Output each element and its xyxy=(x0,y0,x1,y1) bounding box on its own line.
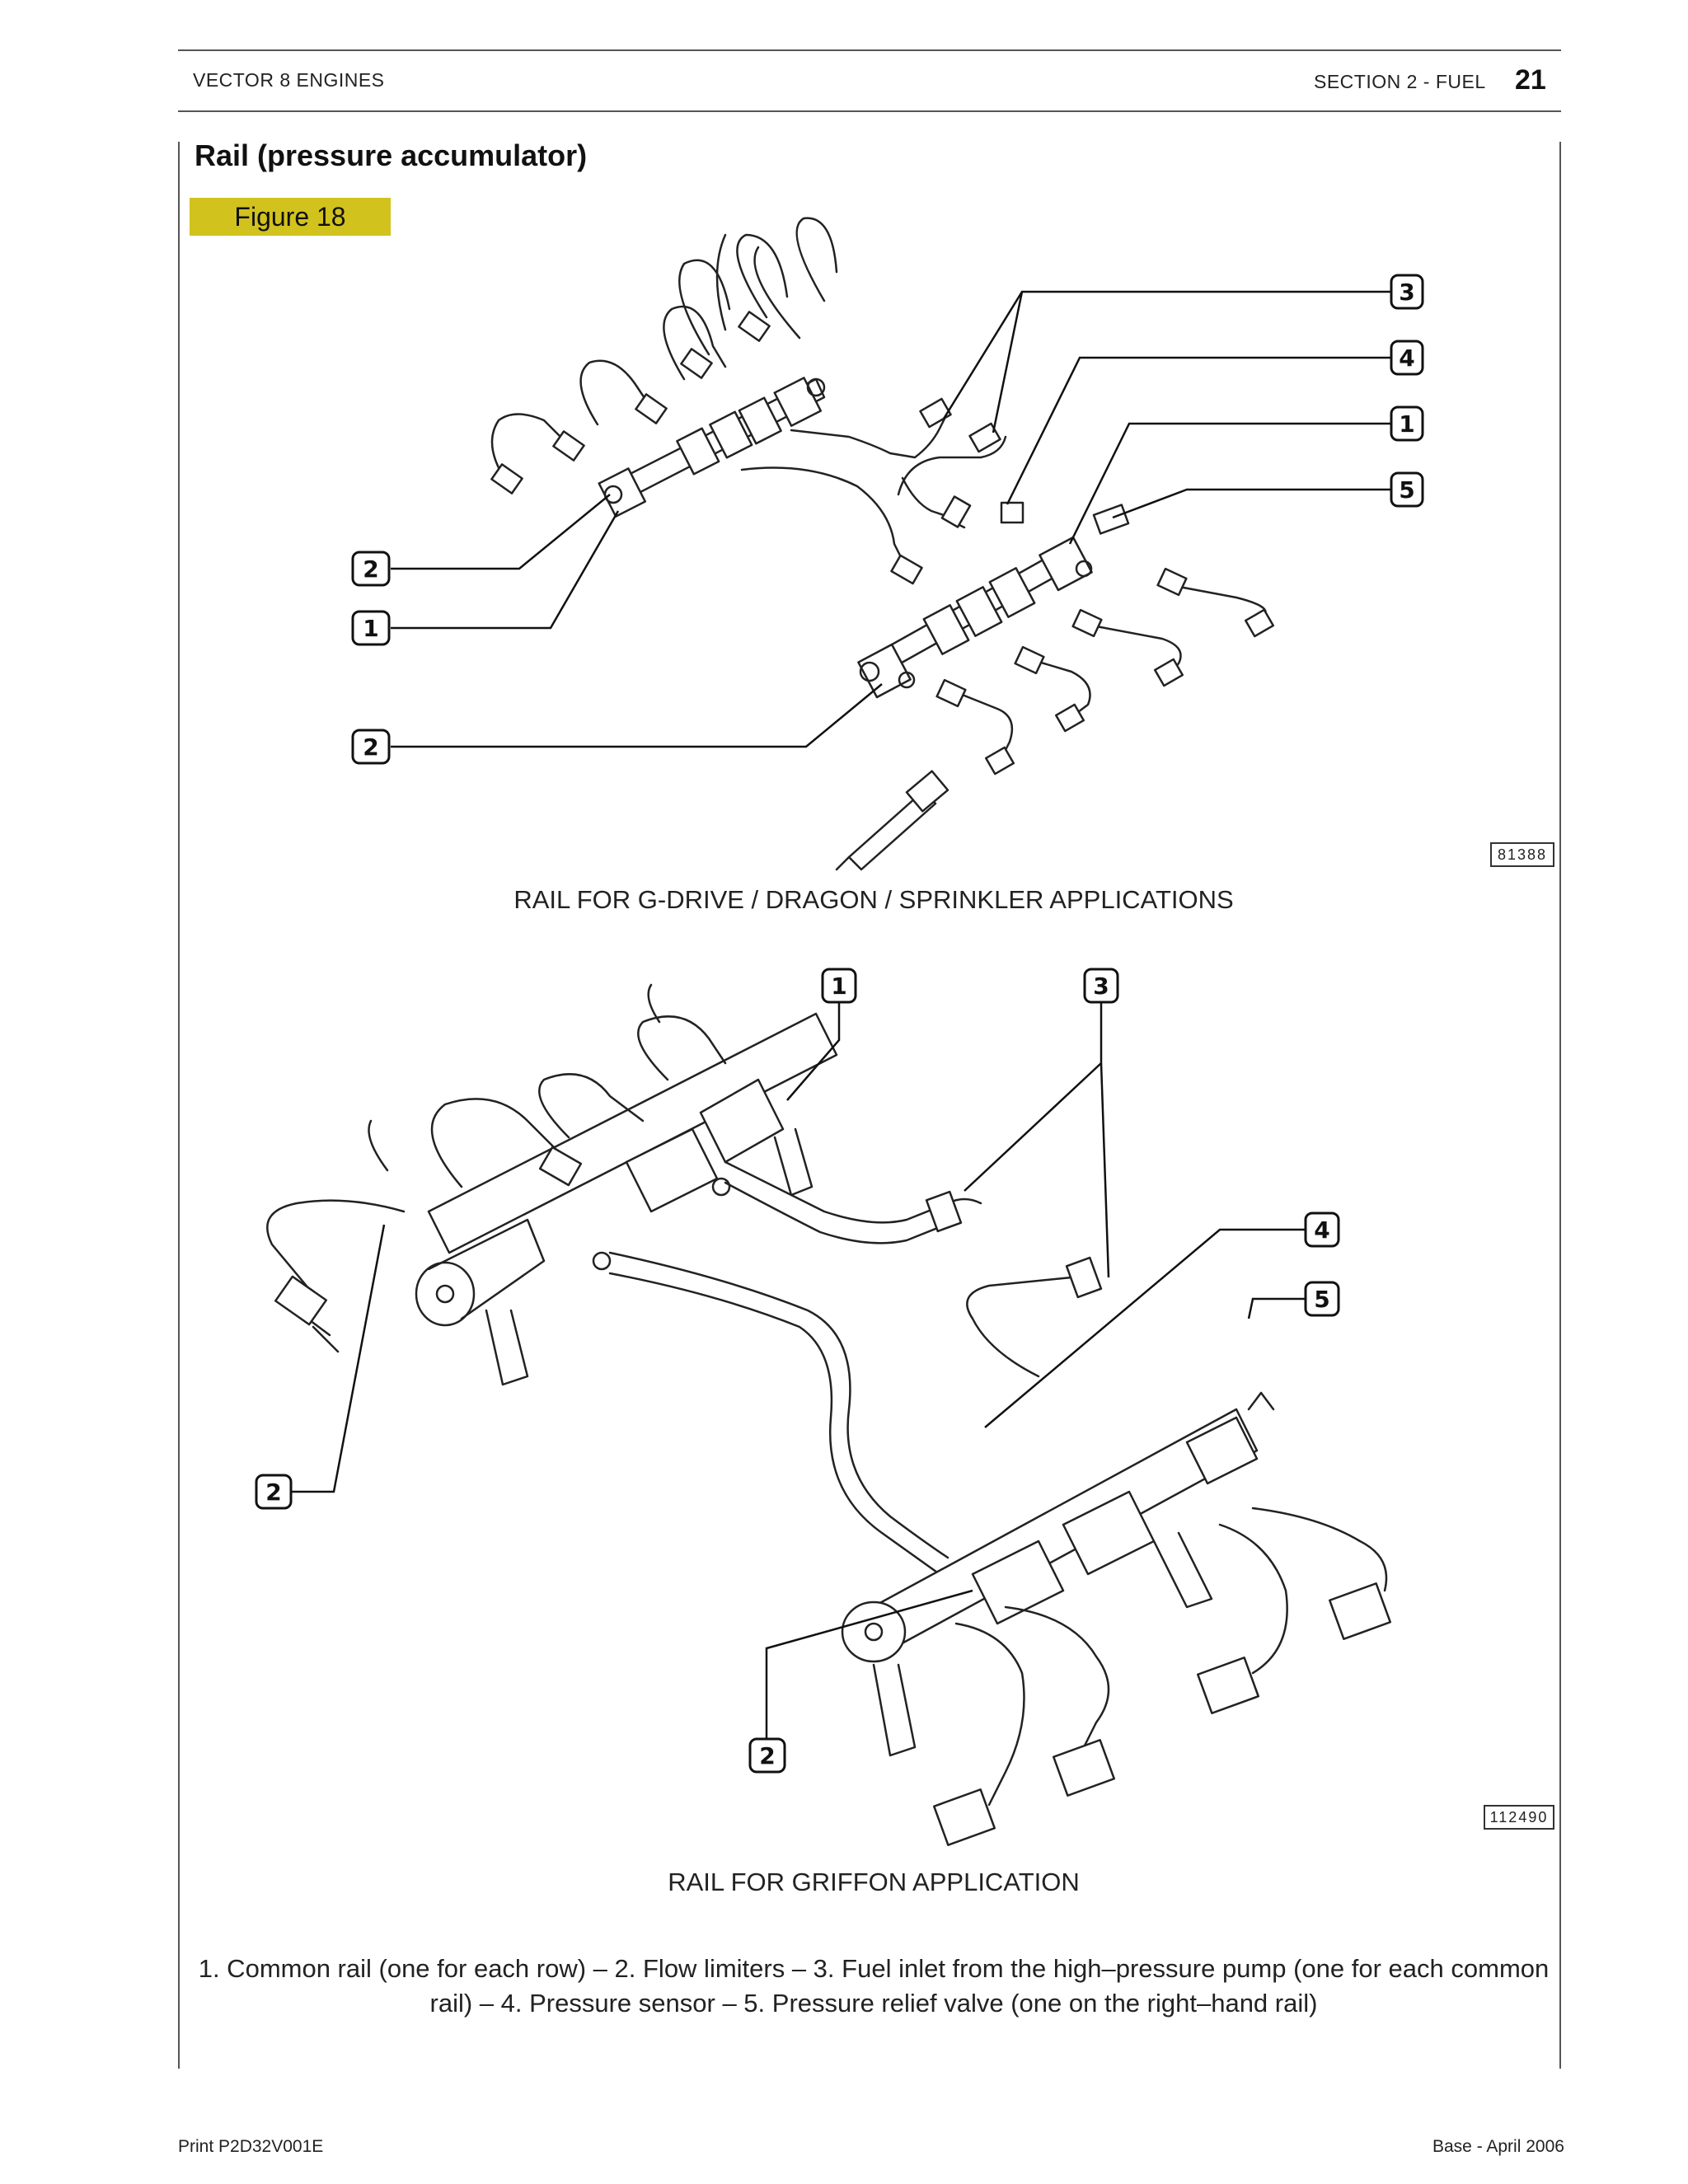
header-manual-title: VECTOR 8 ENGINES xyxy=(193,69,385,91)
figure-legend: 1. Common rail (one for each row) – 2. F… xyxy=(190,1952,1558,2021)
inlet-pipes-drawing xyxy=(740,397,1130,585)
header-top-rule xyxy=(178,49,1561,51)
callout-4-bottom: 4 xyxy=(1304,1212,1340,1248)
svg-text:5: 5 xyxy=(1399,476,1414,504)
legend-line-1: 1. Common rail (one for each row) – 2. F… xyxy=(198,1954,1550,1983)
callout-1-top-left: 1 xyxy=(351,610,391,646)
callout-1-bottom: 1 xyxy=(821,968,857,1004)
callout-1-top-right: 1 xyxy=(1390,405,1424,442)
header-section: SECTION 2 - FUEL xyxy=(1314,71,1486,92)
legend-line-2: rail) – 4. Pressure sensor – 5. Pressure… xyxy=(429,1989,1318,2018)
callout-2-bottom-left: 2 xyxy=(255,1474,293,1510)
svg-text:5: 5 xyxy=(1314,1286,1329,1313)
callout-3-bottom: 3 xyxy=(1083,968,1119,1004)
top-callouts: 3 4 1 5 2 1 2 xyxy=(351,274,1424,765)
frame-left-rule xyxy=(178,142,180,2069)
svg-text:3: 3 xyxy=(1093,972,1109,1000)
callout-2-top-left: 2 xyxy=(351,551,391,587)
top-leader-lines xyxy=(391,290,1391,748)
callout-5-bottom: 5 xyxy=(1304,1281,1340,1317)
left-rail-assembly-drawing xyxy=(415,1012,838,1386)
bottom-figure-reference: 112490 xyxy=(1484,1805,1554,1830)
callout-5-top: 5 xyxy=(1390,471,1424,508)
svg-text:4: 4 xyxy=(1399,344,1414,372)
left-injector-pipes-drawing xyxy=(490,217,838,494)
top-figure-caption: RAIL FOR G-DRIVE / DRAGON / SPRINKLER AP… xyxy=(513,885,1234,914)
bottom-leader-lines xyxy=(291,1002,1306,1739)
section-title: Rail (pressure accumulator) xyxy=(195,138,588,172)
callout-2-top-bottom: 2 xyxy=(351,729,391,765)
svg-text:2: 2 xyxy=(363,555,378,583)
svg-text:1: 1 xyxy=(363,615,378,642)
svg-text:1: 1 xyxy=(1399,410,1414,438)
injector-drawing xyxy=(835,770,950,871)
right-common-rail-drawing xyxy=(857,536,1093,699)
svg-text:1: 1 xyxy=(831,972,846,1000)
left-common-rail-drawing xyxy=(598,377,826,518)
header-bottom-rule xyxy=(178,110,1561,112)
bottom-figure-caption: RAIL FOR GRIFFON APPLICATION xyxy=(668,1868,1080,1896)
callout-4-top: 4 xyxy=(1390,340,1424,376)
callout-2-bottom-center: 2 xyxy=(748,1737,786,1774)
svg-text:2: 2 xyxy=(265,1479,281,1506)
svg-text:3: 3 xyxy=(1399,279,1414,306)
svg-text:2: 2 xyxy=(363,733,378,761)
callout-3-top: 3 xyxy=(1390,274,1424,310)
crossover-pipe-drawing xyxy=(608,1160,982,1576)
top-figure-reference: 81388 xyxy=(1490,842,1554,867)
svg-text:4: 4 xyxy=(1314,1216,1329,1244)
bottom-callouts: 1 3 4 5 2 2 xyxy=(255,968,1340,1774)
page-number: 21 xyxy=(1515,64,1546,96)
top-rail-diagram xyxy=(490,217,1275,871)
figure-label: Figure 18 xyxy=(190,198,391,236)
right-pipes-drawing xyxy=(933,1256,1391,1847)
svg-text:2: 2 xyxy=(759,1742,775,1769)
footer-edition: Base - April 2006 xyxy=(1432,2137,1564,2156)
right-injector-pipes-drawing xyxy=(935,567,1275,776)
frame-right-rule xyxy=(1559,142,1561,2069)
footer-print-code: Print P2D32V001E xyxy=(178,2137,324,2156)
left-pipes-drawing xyxy=(266,983,727,1353)
